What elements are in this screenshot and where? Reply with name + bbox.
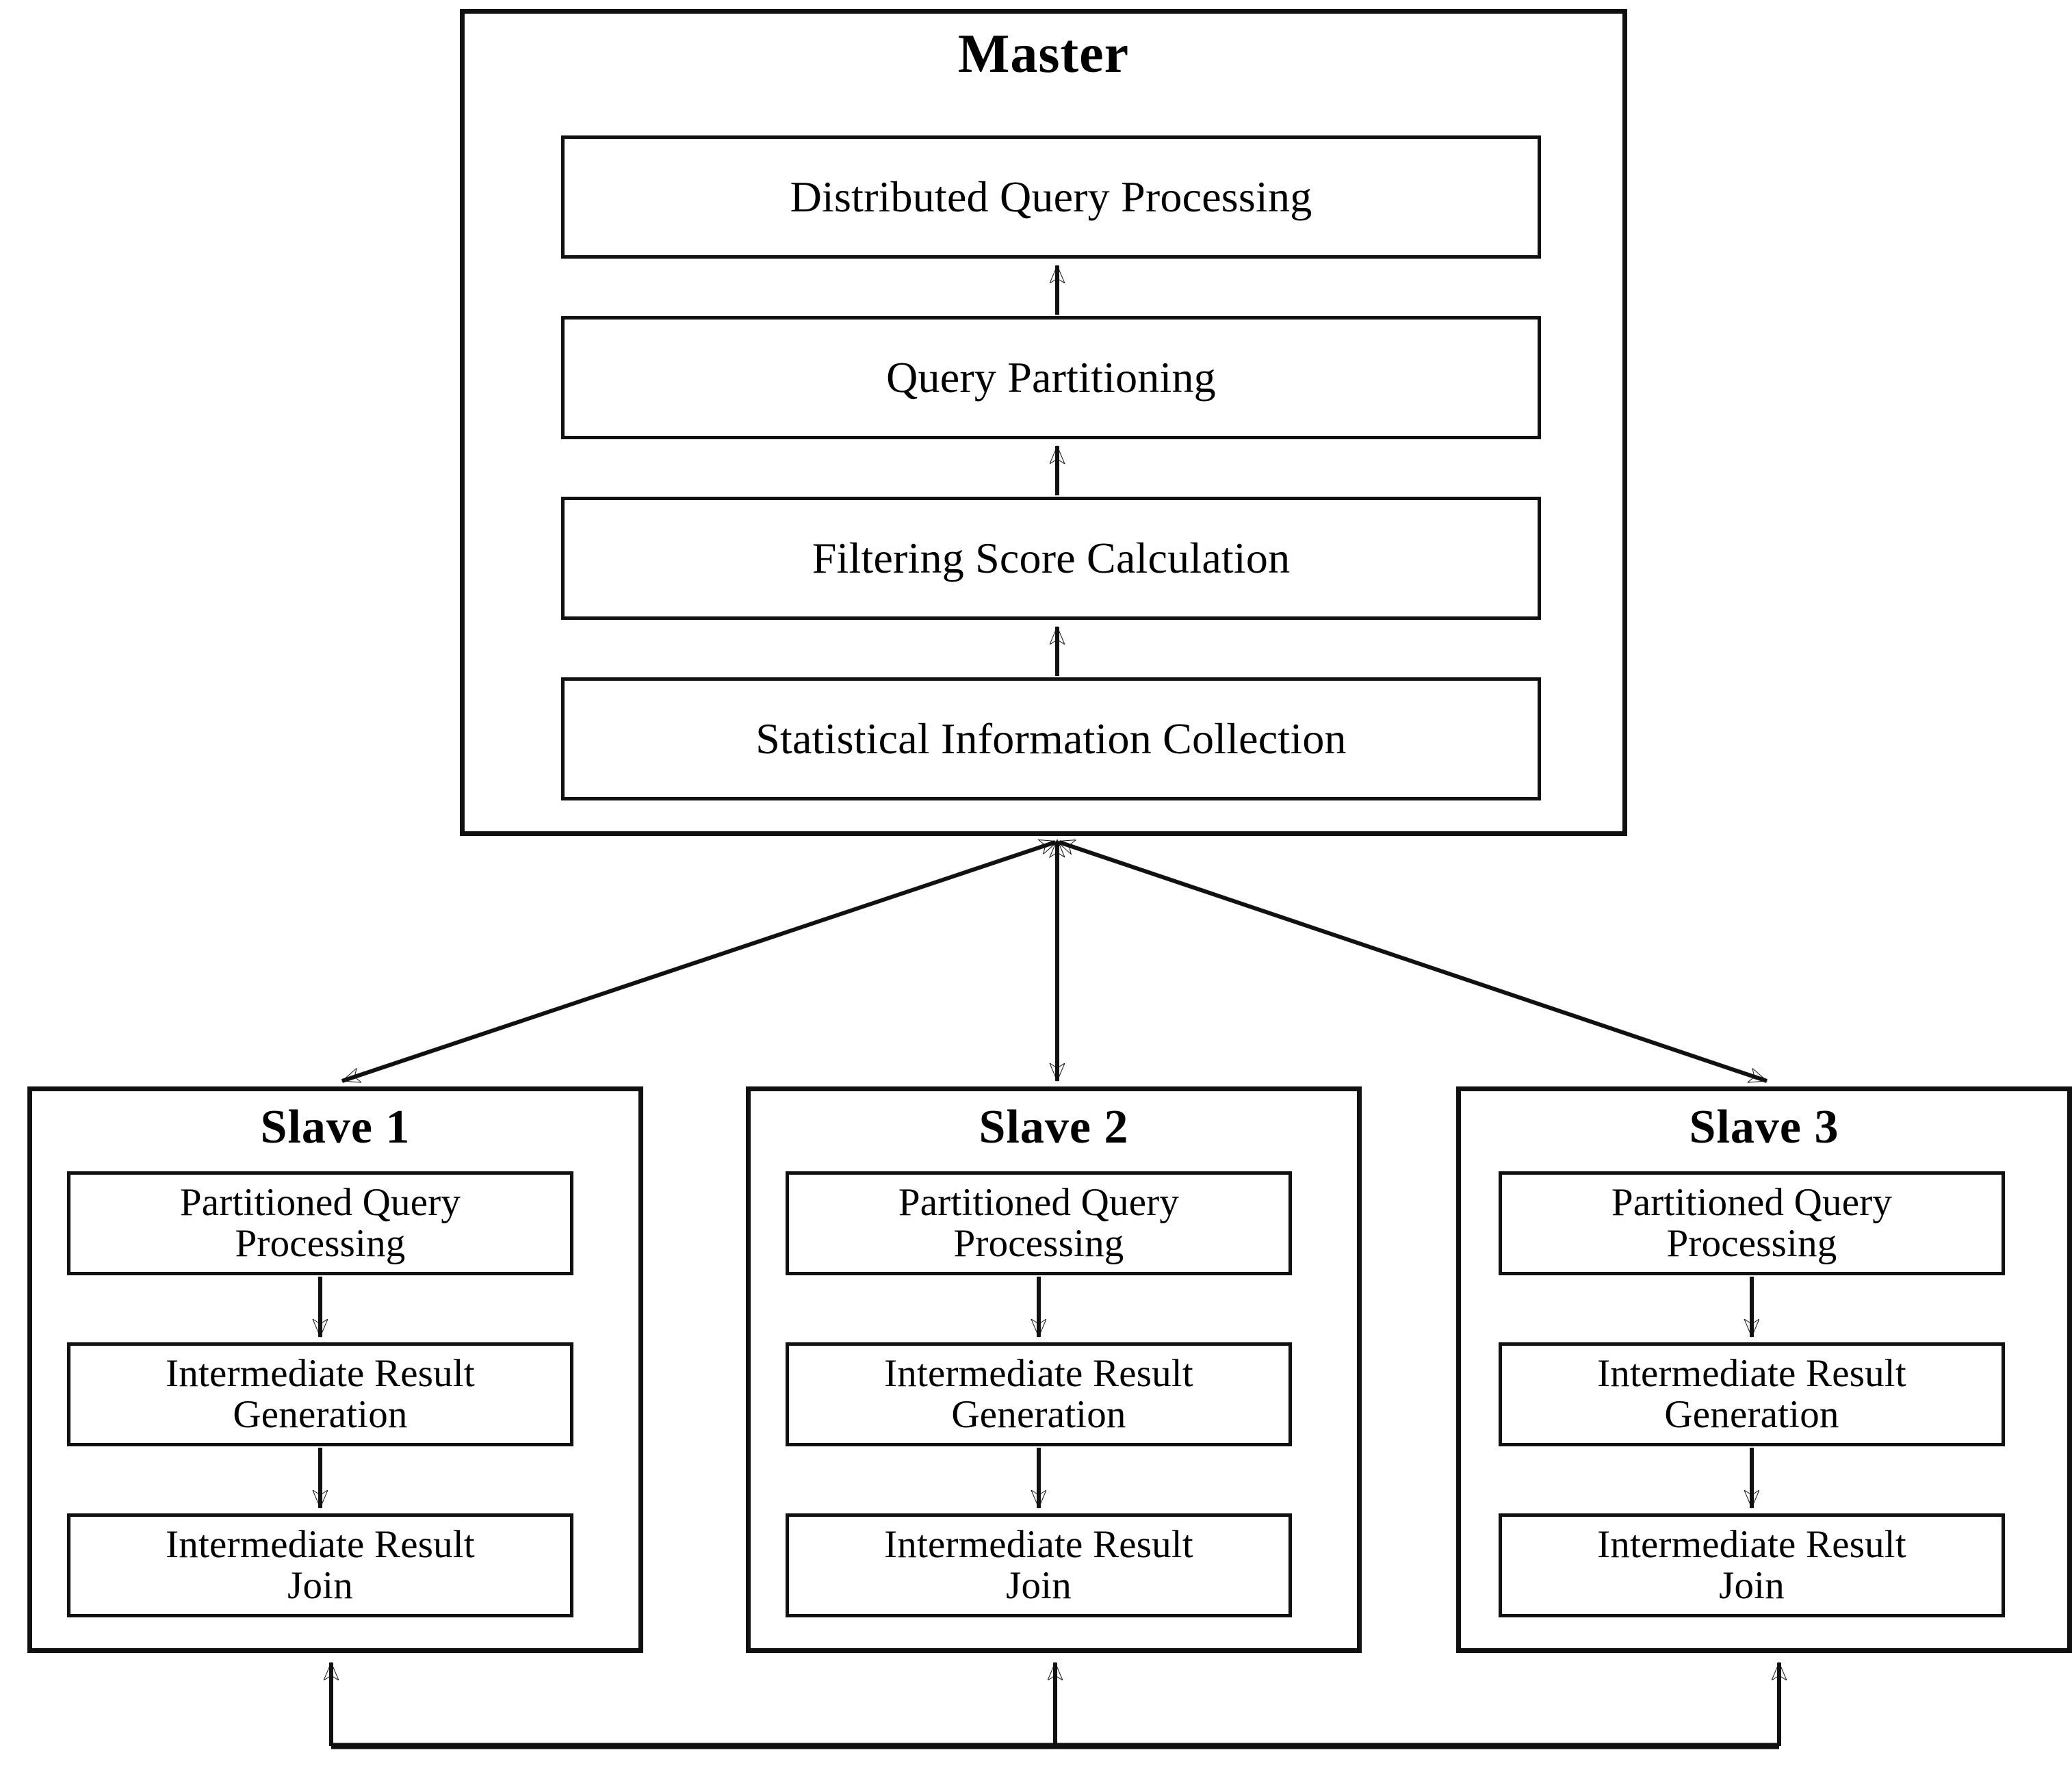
slave-1-module-intermediate-result-join: Intermediate Result Join: [67, 1513, 573, 1617]
slave-module-label-line1: Partitioned Query: [1611, 1180, 1893, 1224]
slave-module-label-line2: Generation: [951, 1393, 1126, 1436]
slave-module-label: Intermediate Result Generation: [70, 1353, 570, 1436]
master-module-label: Distributed Query Processing: [790, 172, 1312, 222]
slave-module-label-line2: Processing: [235, 1222, 406, 1265]
master-module-filtering-score-calculation: Filtering Score Calculation: [561, 497, 1541, 620]
slave-title-3: Slave 3: [1689, 1101, 1839, 1154]
master-title: Master: [957, 24, 1130, 84]
slave-2-module-intermediate-result-generation: Intermediate Result Generation: [786, 1342, 1292, 1446]
slave-module-label: Partitioned Query Processing: [1502, 1182, 2002, 1265]
slave-2-module-intermediate-result-join: Intermediate Result Join: [786, 1513, 1292, 1617]
slave-module-label: Intermediate Result Join: [70, 1524, 570, 1607]
slave-2-module-partitioned-query-processing: Partitioned Query Processing: [786, 1171, 1292, 1275]
slave-title-1: Slave 1: [260, 1101, 411, 1154]
slave-module-label-line1: Intermediate Result: [166, 1351, 475, 1395]
slave-module-label: Intermediate Result Join: [789, 1524, 1288, 1607]
master-module-statistical-information-collection: Statistical Information Collection: [561, 677, 1541, 800]
slave-module-label: Intermediate Result Generation: [1502, 1353, 2002, 1436]
slave-1-module-intermediate-result-generation: Intermediate Result Generation: [67, 1342, 573, 1446]
slave-1-module-partitioned-query-processing: Partitioned Query Processing: [67, 1171, 573, 1275]
slave-module-label: Intermediate Result Join: [1502, 1524, 2002, 1607]
slave-module-label-line1: Intermediate Result: [884, 1351, 1193, 1395]
slave-module-label: Partitioned Query Processing: [70, 1182, 570, 1265]
slave-module-label-line1: Intermediate Result: [1597, 1351, 1906, 1395]
slave-module-label: Partitioned Query Processing: [789, 1182, 1288, 1265]
slave-module-label-line1: Intermediate Result: [166, 1522, 475, 1566]
slave-3-module-intermediate-result-join: Intermediate Result Join: [1499, 1513, 2005, 1617]
slave-module-label-line1: Partitioned Query: [179, 1180, 461, 1224]
arrow-master-to-slave-3: [1059, 842, 1767, 1083]
master-module-label: Filtering Score Calculation: [812, 534, 1291, 583]
slave-title-2: Slave 2: [979, 1101, 1129, 1154]
arrow-master-to-slave-1: [342, 842, 1055, 1083]
master-module-label: Query Partitioning: [886, 353, 1216, 402]
slave-3-module-partitioned-query-processing: Partitioned Query Processing: [1499, 1171, 2005, 1275]
master-module-query-partitioning: Query Partitioning: [561, 316, 1541, 439]
slave-module-label-line1: Intermediate Result: [884, 1522, 1193, 1566]
slave-module-label: Intermediate Result Generation: [789, 1353, 1288, 1436]
slave-module-label-line2: Join: [287, 1564, 353, 1607]
master-module-label: Statistical Information Collection: [755, 714, 1347, 764]
slave-module-label-line1: Partitioned Query: [898, 1180, 1180, 1224]
slave-module-label-line2: Join: [1719, 1564, 1785, 1607]
slave-module-label-line2: Processing: [953, 1222, 1124, 1265]
slave-module-label-line2: Join: [1006, 1564, 1072, 1607]
slave-3-module-intermediate-result-generation: Intermediate Result Generation: [1499, 1342, 2005, 1446]
slave-module-label-line2: Generation: [1664, 1393, 1839, 1436]
slave-module-label-line1: Intermediate Result: [1597, 1522, 1906, 1566]
slave-module-label-line2: Processing: [1666, 1222, 1837, 1265]
master-module-distributed-query-processing: Distributed Query Processing: [561, 135, 1541, 259]
slave-module-label-line2: Generation: [233, 1393, 408, 1436]
